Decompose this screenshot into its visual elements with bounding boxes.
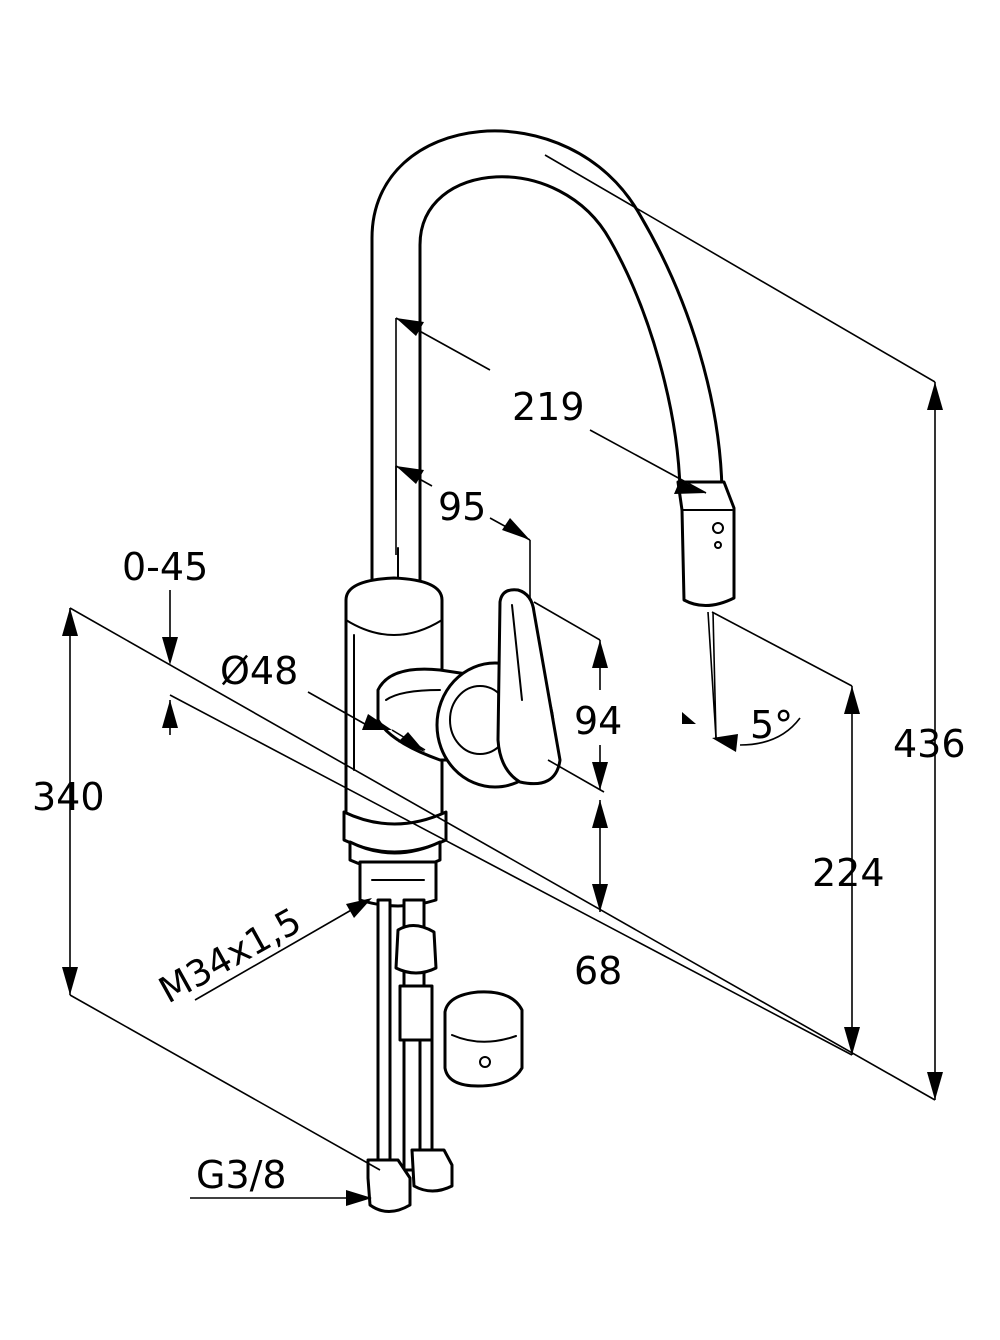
label-swivel-angle: 0-45 <box>122 545 208 589</box>
lever-handle <box>496 588 562 786</box>
supply-hose-left <box>376 898 392 1164</box>
spray-button-bottom <box>714 541 722 549</box>
label-height-outlet: 224 <box>812 851 885 895</box>
supply-hose-right <box>418 1038 434 1164</box>
label-height-total: 436 <box>893 722 966 766</box>
label-height-base: 68 <box>574 949 622 993</box>
label-thread-hose: G3/8 <box>196 1153 287 1197</box>
spout-tube <box>370 129 724 597</box>
lever-handle-groove <box>511 604 523 701</box>
spray-button-top <box>712 522 724 534</box>
label-reach-spout: 219 <box>512 385 585 429</box>
label-diameter: Ø48 <box>220 649 298 693</box>
lever-hub-edge <box>385 689 441 701</box>
hose-nut-right <box>410 1148 454 1193</box>
fixing-nut <box>394 924 438 975</box>
clip-edge <box>451 1034 517 1043</box>
label-reach-lever: 95 <box>438 485 486 529</box>
spare-fixing-clip <box>443 990 524 1088</box>
body-ring-top <box>345 619 443 636</box>
dimension-lines <box>62 154 943 1206</box>
label-spray-angle: 5° <box>750 703 793 747</box>
spray-head <box>676 480 736 607</box>
label-height-mount: 340 <box>32 775 105 819</box>
label-thread-mount: M34x1,5 <box>152 901 308 1012</box>
fixing-sleeve <box>398 984 434 1042</box>
hose-nut-left <box>366 1158 412 1213</box>
faucet-illustration <box>342 129 736 1213</box>
spray-axis-tilted <box>712 611 717 739</box>
spray-axis <box>707 611 717 739</box>
clip-hole <box>479 1056 491 1068</box>
label-height-lever: 94 <box>574 699 622 743</box>
